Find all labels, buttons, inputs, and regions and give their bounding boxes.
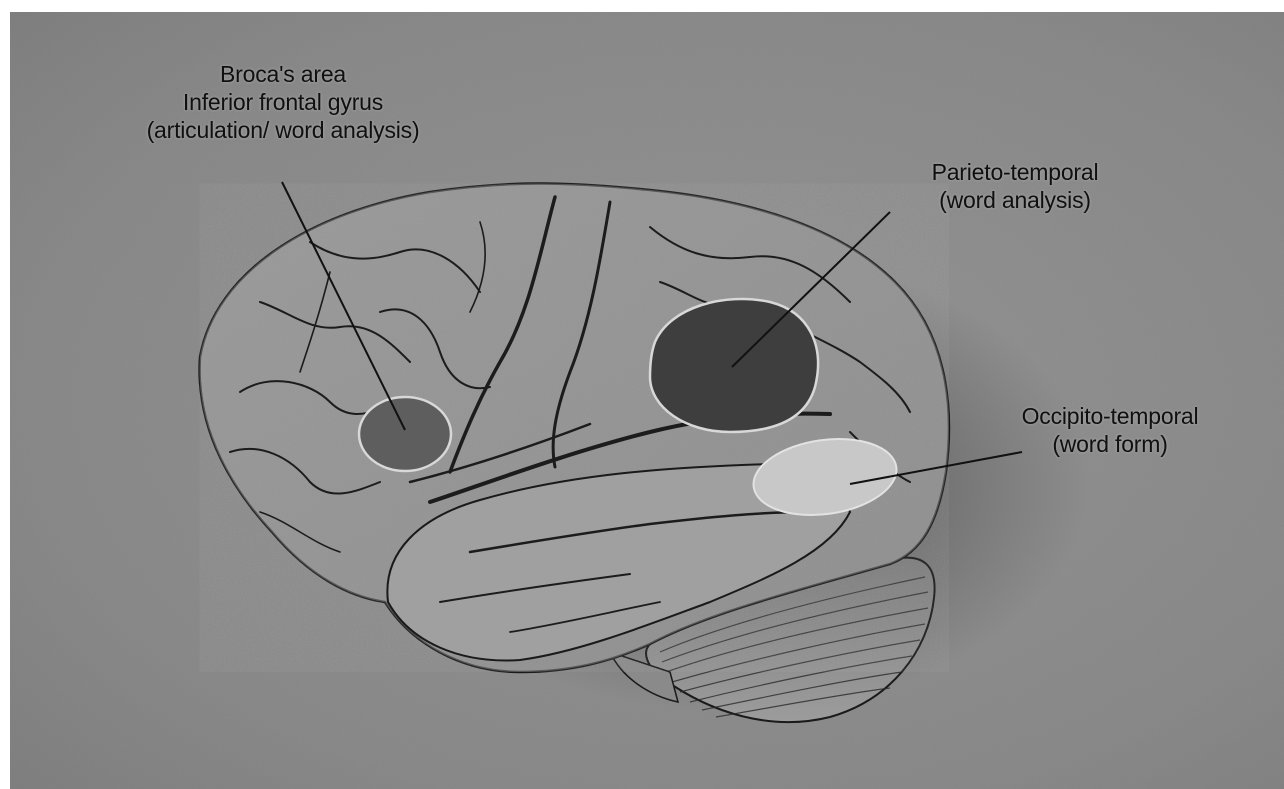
broca-label-line2: Inferior frontal gyrus bbox=[48, 88, 518, 116]
occipito-temporal-label-line1: Occipito-temporal bbox=[965, 402, 1255, 430]
occipito-temporal-label: Occipito-temporal (word form) bbox=[965, 402, 1255, 458]
parieto-temporal-label-line2: (word analysis) bbox=[880, 186, 1150, 214]
occipito-temporal-label-line2: (word form) bbox=[965, 430, 1255, 458]
brain-figure: Broca's area Inferior frontal gyrus (art… bbox=[10, 12, 1284, 789]
broca-label: Broca's area Inferior frontal gyrus (art… bbox=[48, 60, 518, 144]
broca-label-line3: (articulation/ word analysis) bbox=[48, 116, 518, 144]
parieto-temporal-label: Parieto-temporal (word analysis) bbox=[880, 158, 1150, 214]
broca-area-region bbox=[359, 397, 451, 471]
parieto-temporal-label-line1: Parieto-temporal bbox=[880, 158, 1150, 186]
broca-label-line1: Broca's area bbox=[48, 60, 518, 88]
